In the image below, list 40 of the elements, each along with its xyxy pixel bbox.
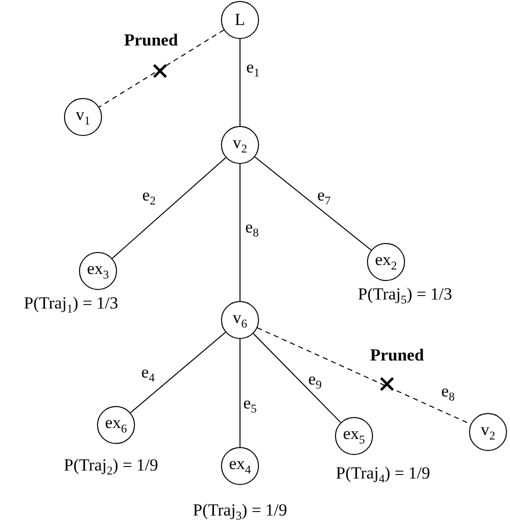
node-label: v$_{1}$: [76, 105, 90, 129]
tree-node-circle: [97, 406, 135, 444]
edge-label: e$_{4}$: [141, 363, 155, 385]
node-label: ex$_{2}$: [375, 250, 397, 274]
connector-line: [112, 157, 226, 259]
edge-label: e$_{1}$: [246, 58, 260, 80]
probability-text: P(Traj$_{2}$) = 1/9: [64, 456, 158, 478]
node-label: ex$_{4}$: [229, 454, 251, 478]
node-label: v$_{2}$: [232, 133, 248, 157]
connector-line: [98, 29, 224, 108]
tree-node-circle: [221, 447, 259, 485]
node-label: v$_{2}$: [480, 420, 496, 444]
tree-node-circle: [79, 252, 117, 290]
node-label: v$_{6}$: [232, 308, 248, 332]
connector-line: [252, 333, 342, 423]
pruned-note: Pruned: [370, 346, 424, 366]
probability-text: P(Traj$_{5}$) = 1/3: [358, 285, 452, 307]
edge-label: e$_{8}$: [441, 382, 455, 404]
tree-node-circle: [221, 1, 259, 39]
node-label: ex$_{6}$: [105, 413, 127, 437]
node-label: L: [234, 10, 246, 30]
node-label: ex$_{3}$: [87, 259, 109, 283]
edge-label: e$_{8}$: [245, 218, 259, 240]
connector-line: [130, 332, 226, 414]
edge-label: e$_{7}$: [317, 186, 331, 208]
probability-text: P(Traj$_{4}$) = 1/9: [336, 464, 430, 486]
tree-node-circle: [367, 243, 405, 281]
probability-text: P(Traj$_{1}$) = 1/3: [24, 294, 118, 316]
tree-node-circle: [335, 417, 373, 455]
probability-text: P(Traj$_{3}$) = 1/9: [192, 501, 288, 523]
edge-label: e$_{9}$: [308, 370, 322, 392]
connector-line: [254, 156, 372, 251]
pruned-note: Pruned: [124, 32, 178, 50]
tree-node-circle: [64, 98, 102, 136]
node-label: ex$_{5}$: [343, 424, 365, 448]
tree-node-circle: [469, 413, 507, 451]
tree-node-circle: [221, 301, 259, 339]
tree-node-circle: [221, 126, 259, 164]
edge-label: e$_{5}$: [243, 394, 257, 416]
edge-label: e$_{2}$: [142, 186, 156, 208]
